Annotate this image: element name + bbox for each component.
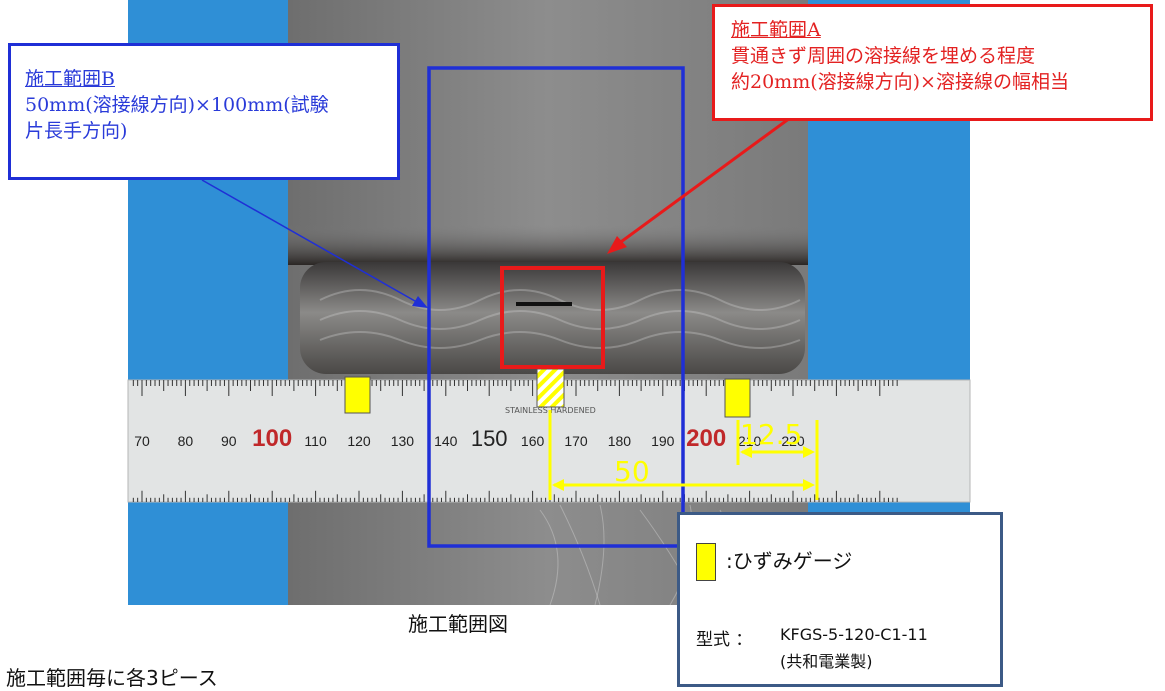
ruler-label-120: 120	[347, 433, 371, 449]
ruler-label-110: 110	[304, 433, 327, 449]
ruler-label-70: 70	[134, 433, 150, 449]
range-a-line-2: 約20mm(溶接線方向)×溶接線の幅相当	[731, 71, 1069, 93]
range-a-arrowhead	[607, 236, 627, 254]
dimension-lines	[548, 410, 819, 500]
weld-ripples	[319, 289, 801, 349]
ruler-label-200: 200	[686, 425, 726, 452]
ruler-label-100: 100	[252, 425, 292, 452]
callout-range-a: 施工範囲A 貫通きず周囲の溶接線を埋める程度 約20mm(溶接線方向)×溶接線の…	[712, 4, 1153, 121]
ruler-labels: 70 80 90 100 110 120 130 140 150 160 170 180 190 200 2…	[134, 425, 805, 452]
figure-caption: 施工範囲図	[408, 612, 508, 636]
range-b-heading: 施工範囲B	[25, 68, 115, 90]
ruler-label-190: 190	[651, 433, 675, 449]
range-a-heading: 施工範囲A	[731, 19, 821, 41]
callout-range-b: 施工範囲B 50mm(溶接線方向)×100mm(試験 片長手方向)	[8, 43, 400, 180]
weld-bead	[300, 262, 805, 374]
bottom-note: 施工範囲毎に各3ピース	[6, 666, 218, 690]
heat-tint	[288, 225, 808, 265]
legend-box: :ひずみゲージ 型式 ： KFGS-5-120-C1-11 (共和電業製)	[677, 512, 1003, 687]
ruler-label-180: 180	[608, 433, 632, 449]
range-b-arrowhead	[412, 296, 428, 308]
range-b-leader	[201, 179, 423, 306]
range-b-outline	[427, 66, 685, 548]
ruler-label-220: 220	[781, 433, 805, 449]
range-a-leader	[613, 116, 791, 249]
dimension-arrowheads	[552, 446, 815, 491]
ruler-label-130: 130	[391, 433, 415, 449]
strain-gauge-label: :ひずみゲージ	[726, 549, 853, 573]
model-value: KFGS-5-120-C1-11	[780, 625, 928, 644]
model-heading: 型式 ：	[696, 630, 753, 650]
ruler-label-170: 170	[564, 433, 588, 449]
ruler-label-80: 80	[178, 433, 194, 449]
strain-gauge-center	[536, 368, 565, 408]
range-a-line-1: 貫通きず周囲の溶接線を埋める程度	[731, 45, 1036, 67]
ruler-label-210: 210	[738, 433, 762, 449]
strain-gauge-right	[724, 378, 751, 418]
range-b-line-1: 50mm(溶接線方向)×100mm(試験	[25, 94, 329, 116]
range-b-line-2: 片長手方向)	[25, 120, 128, 142]
maker-name: (共和電業製)	[780, 652, 873, 671]
ruler-label-160: 160	[521, 433, 545, 449]
ruler-label-140: 140	[434, 433, 458, 449]
dimension-50: 50	[614, 455, 650, 488]
ruler-label-150: 150	[471, 426, 508, 451]
ruler-label-90: 90	[221, 433, 237, 449]
strain-gauge-left	[344, 376, 371, 414]
dimension-12-5: 12.5	[740, 418, 803, 451]
range-a-outline	[500, 266, 605, 369]
strain-gauge-swatch	[696, 543, 716, 581]
